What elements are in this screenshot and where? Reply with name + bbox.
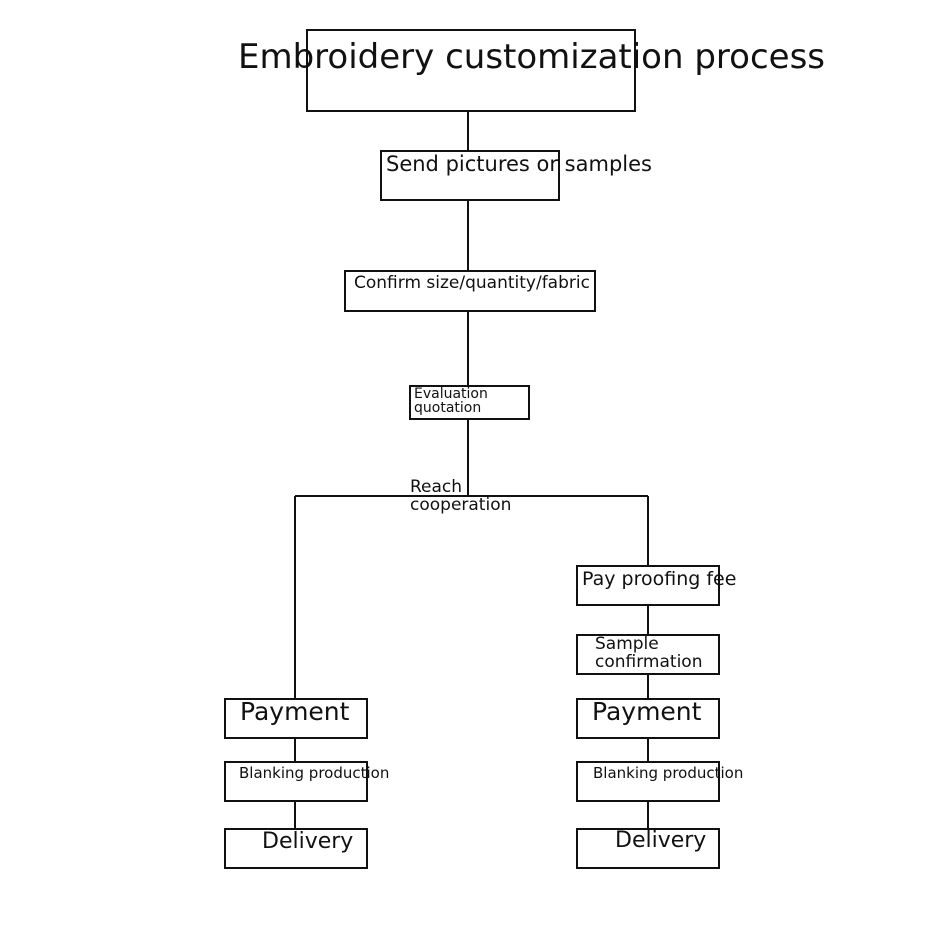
left-payment-box — [224, 698, 368, 739]
left-delivery-label: Delivery — [262, 829, 354, 854]
right-sample-box — [576, 634, 720, 675]
right-payment-box — [576, 698, 720, 739]
right-payment-label: Payment — [592, 697, 702, 726]
right-proofing-box — [576, 565, 720, 606]
right-blanking-box — [576, 761, 720, 802]
left-delivery-box — [224, 828, 368, 869]
send-step-label: Send pictures or samples — [386, 152, 652, 176]
right-delivery-label: Delivery — [615, 828, 707, 853]
diagram-title: Embroidery customization process — [238, 37, 825, 77]
reach-cooperation-label: Reach cooperation — [410, 477, 512, 515]
confirm-step-box — [344, 270, 596, 312]
evaluation-step-box — [409, 385, 530, 420]
evaluation-step-label: Evaluation quotation — [414, 386, 488, 416]
confirm-step-text: Confirm size/quantity/fabric — [354, 275, 590, 293]
right-proofing-label: Pay proofing fee — [582, 568, 737, 590]
left-blanking-label: Blanking production — [239, 764, 390, 782]
right-sample-label: Sample confirmation — [595, 634, 703, 672]
title-box — [306, 29, 636, 112]
send-step-box — [380, 150, 560, 201]
right-blanking-label: Blanking production — [593, 764, 744, 782]
left-blanking-box — [224, 761, 368, 802]
confirm-step-label: Confirm size/quantity/fabric — [346, 275, 594, 293]
right-delivery-box — [576, 828, 720, 869]
left-payment-label: Payment — [240, 697, 350, 726]
